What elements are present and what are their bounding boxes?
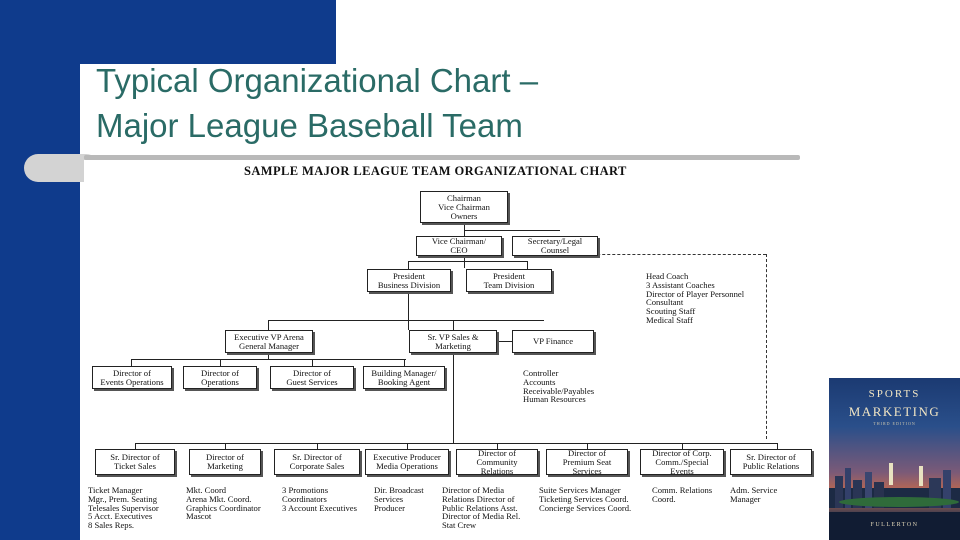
book-title-area: SPORTS MARKETING THIRD EDITION bbox=[829, 378, 960, 428]
connector bbox=[131, 359, 133, 366]
stadium-skyline-illustration bbox=[829, 463, 960, 508]
dashed-connector bbox=[552, 254, 766, 255]
connector bbox=[268, 320, 270, 330]
connector bbox=[225, 443, 227, 449]
org-box-vice-chairman-ceo: Vice Chairman/CEO bbox=[416, 236, 502, 256]
top-accent-block bbox=[0, 0, 336, 64]
dashed-connector bbox=[766, 254, 767, 439]
book-title-line-2: MARKETING bbox=[848, 404, 941, 419]
connector bbox=[408, 261, 527, 263]
book-author: FULLERTON bbox=[870, 522, 919, 528]
title-background bbox=[80, 64, 640, 154]
connector bbox=[407, 443, 409, 449]
connector bbox=[408, 292, 410, 330]
org-box-svp-sales-marketing: Sr. VP Sales &Marketing bbox=[409, 330, 497, 353]
divider-line bbox=[84, 155, 800, 160]
connector bbox=[268, 353, 270, 359]
connector bbox=[527, 261, 529, 269]
connector bbox=[317, 443, 319, 449]
connector bbox=[135, 443, 777, 445]
connector bbox=[453, 353, 455, 443]
connector bbox=[220, 359, 222, 366]
connector bbox=[135, 443, 137, 449]
connector bbox=[312, 359, 314, 366]
sports-marketing-book-cover: SPORTS MARKETING THIRD EDITION FULLERTON bbox=[829, 378, 960, 540]
book-footer-band bbox=[829, 512, 960, 540]
connector bbox=[682, 443, 684, 449]
slide-title-line-1: Typical Organizational Chart – bbox=[96, 62, 539, 99]
connector bbox=[453, 320, 455, 330]
book-edition: THIRD EDITION bbox=[873, 421, 916, 426]
connector bbox=[131, 359, 406, 361]
org-chart: SAMPLE MAJOR LEAGUE TEAM ORGANIZATIONAL … bbox=[84, 160, 828, 540]
connector bbox=[464, 230, 560, 232]
connector bbox=[497, 443, 499, 449]
side-accent-stripe bbox=[0, 0, 80, 540]
org-box-vp-finance: VP Finance bbox=[512, 330, 594, 353]
book-title-line-1: SPORTS bbox=[868, 388, 921, 400]
org-box-building-manager: Building Manager/Booking Agent bbox=[363, 366, 445, 389]
slide-title-line-2: Major League Baseball Team bbox=[96, 107, 523, 144]
connector bbox=[587, 443, 589, 449]
org-chart-heading: SAMPLE MAJOR LEAGUE TEAM ORGANIZATIONAL … bbox=[244, 164, 627, 178]
connector bbox=[268, 320, 544, 322]
connector bbox=[777, 443, 779, 449]
connector bbox=[404, 359, 406, 366]
connector bbox=[408, 261, 410, 269]
connector bbox=[464, 223, 466, 236]
